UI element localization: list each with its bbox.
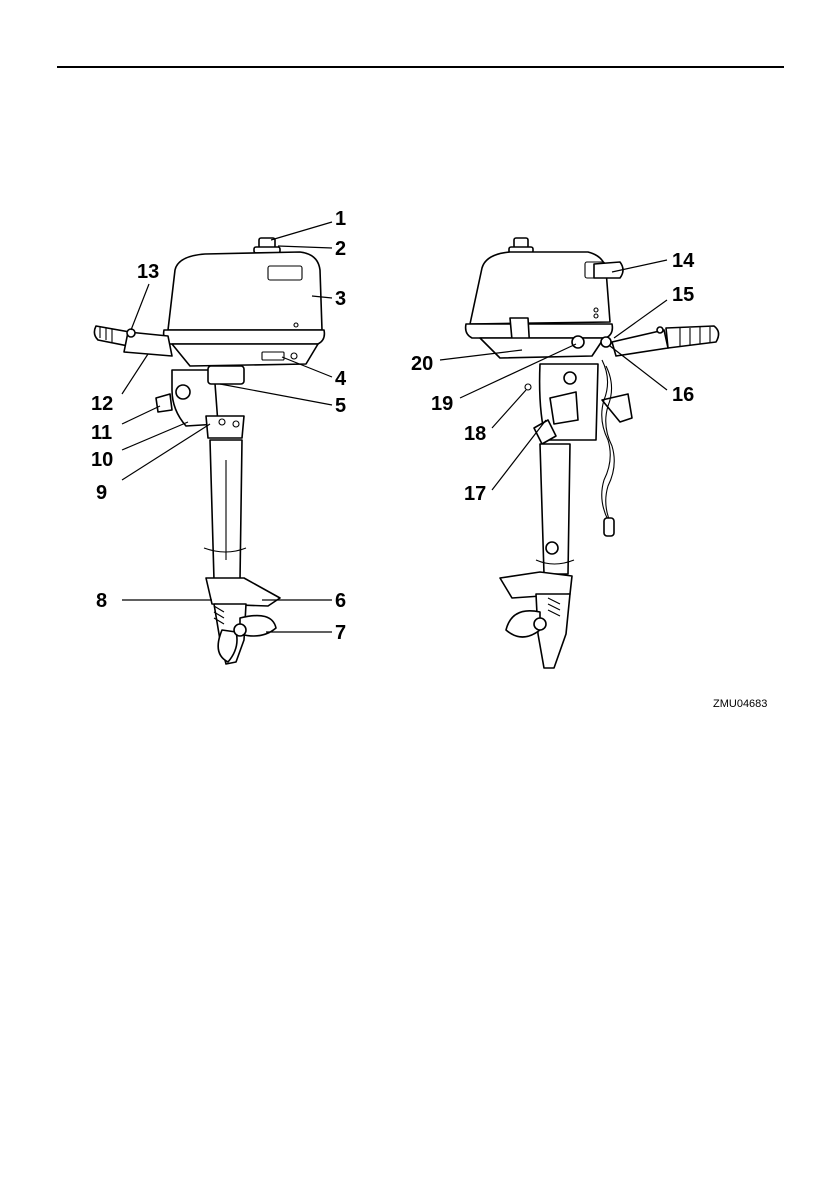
callout-14: 14 <box>672 250 695 272</box>
callout-11: 11 <box>91 422 112 444</box>
callout-5: 5 <box>335 395 346 417</box>
figure-code: ZMU04683 <box>713 698 767 710</box>
callout-15: 15 <box>672 284 694 306</box>
callout-3: 3 <box>335 288 346 310</box>
callout-17: 17 <box>464 483 486 505</box>
callout-1: 1 <box>335 208 346 230</box>
callout-8: 8 <box>96 590 107 612</box>
callout-9: 9 <box>96 482 107 504</box>
callout-16: 16 <box>672 384 694 406</box>
callout-2: 2 <box>335 238 346 260</box>
outboard-motor-diagram: 1 2 3 4 5 6 7 8 9 10 11 12 13 14 15 16 1… <box>0 0 840 720</box>
callout-6: 6 <box>335 590 346 612</box>
callout-13: 13 <box>137 261 159 283</box>
callout-18: 18 <box>464 423 486 445</box>
callout-20: 20 <box>411 353 433 375</box>
callout-10: 10 <box>91 449 113 471</box>
callout-12: 12 <box>91 393 113 415</box>
callout-7: 7 <box>335 622 346 644</box>
callout-4: 4 <box>335 368 347 390</box>
callout-19: 19 <box>431 393 453 415</box>
